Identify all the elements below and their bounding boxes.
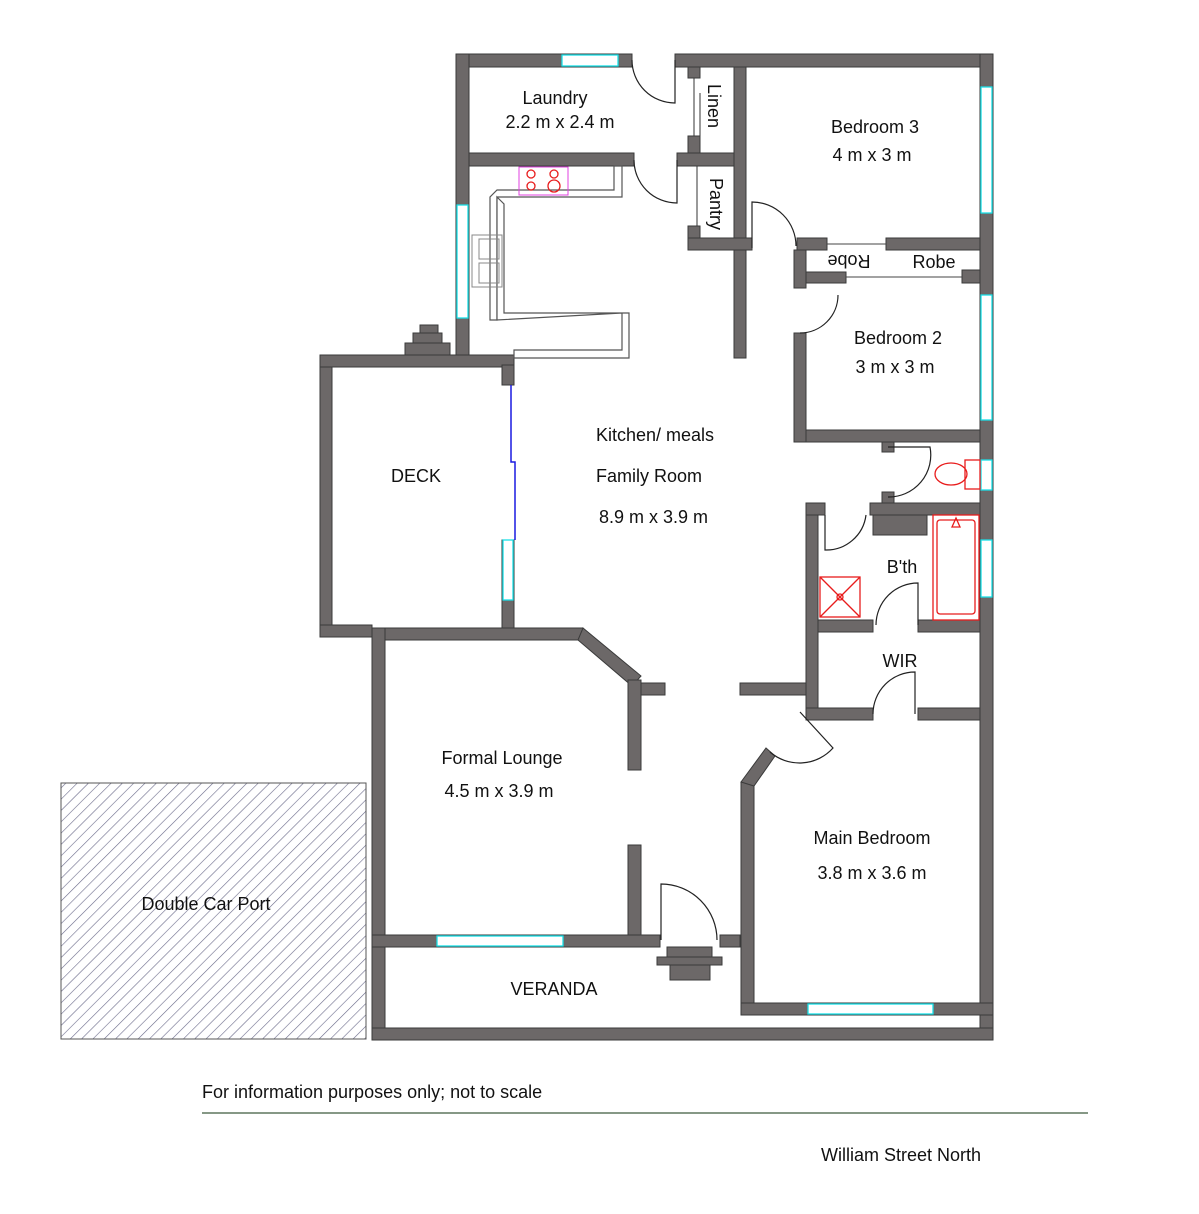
robe-label: Robe: [912, 252, 955, 272]
sink-icon: [471, 234, 503, 288]
lounge-label: Formal Lounge: [441, 748, 562, 768]
main-bedroom-size: 3.8 m x 3.6 m: [817, 863, 926, 883]
disclaimer-text: For information purposes only; not to sc…: [202, 1082, 542, 1102]
shower-icon: [819, 576, 861, 618]
lounge-size: 4.5 m x 3.9 m: [444, 781, 553, 801]
walls: [319, 53, 994, 1041]
carport-area: [60, 782, 367, 1040]
bedroom2-size: 3 m x 3 m: [855, 357, 934, 377]
laundry-size: 2.2 m x 2.4 m: [505, 112, 614, 132]
doors: [631, 59, 932, 941]
robe-label-flipped: Robe: [827, 251, 870, 271]
linen-label: Linen: [704, 84, 724, 128]
main-bedroom-label: Main Bedroom: [813, 828, 930, 848]
windows: [436, 54, 993, 1015]
street-name: William Street North: [821, 1145, 981, 1165]
kitchen-size: 8.9 m x 3.9 m: [599, 507, 708, 527]
bedroom2-label: Bedroom 2: [854, 328, 942, 348]
wir-label: WIR: [883, 651, 918, 671]
laundry-label: Laundry: [522, 88, 587, 108]
cooktop-icon: [518, 166, 569, 196]
bath-label: B'th: [887, 557, 917, 577]
bedroom3-label: Bedroom 3: [831, 117, 919, 137]
kitchen-bench: [496, 195, 630, 359]
sliding-door: [510, 385, 516, 540]
bathtub-icon: [932, 514, 980, 621]
family-room-label: Family Room: [596, 466, 702, 486]
kitchen-label: Kitchen/ meals: [596, 425, 714, 445]
deck-label: DECK: [391, 466, 441, 486]
bedroom3-size: 4 m x 3 m: [832, 145, 911, 165]
kitchen-counter: [489, 165, 623, 321]
carport-label: Double Car Port: [141, 894, 270, 914]
toilet-icon: [934, 459, 981, 490]
veranda-label: VERANDA: [510, 979, 597, 999]
pantry-label: Pantry: [706, 178, 726, 230]
